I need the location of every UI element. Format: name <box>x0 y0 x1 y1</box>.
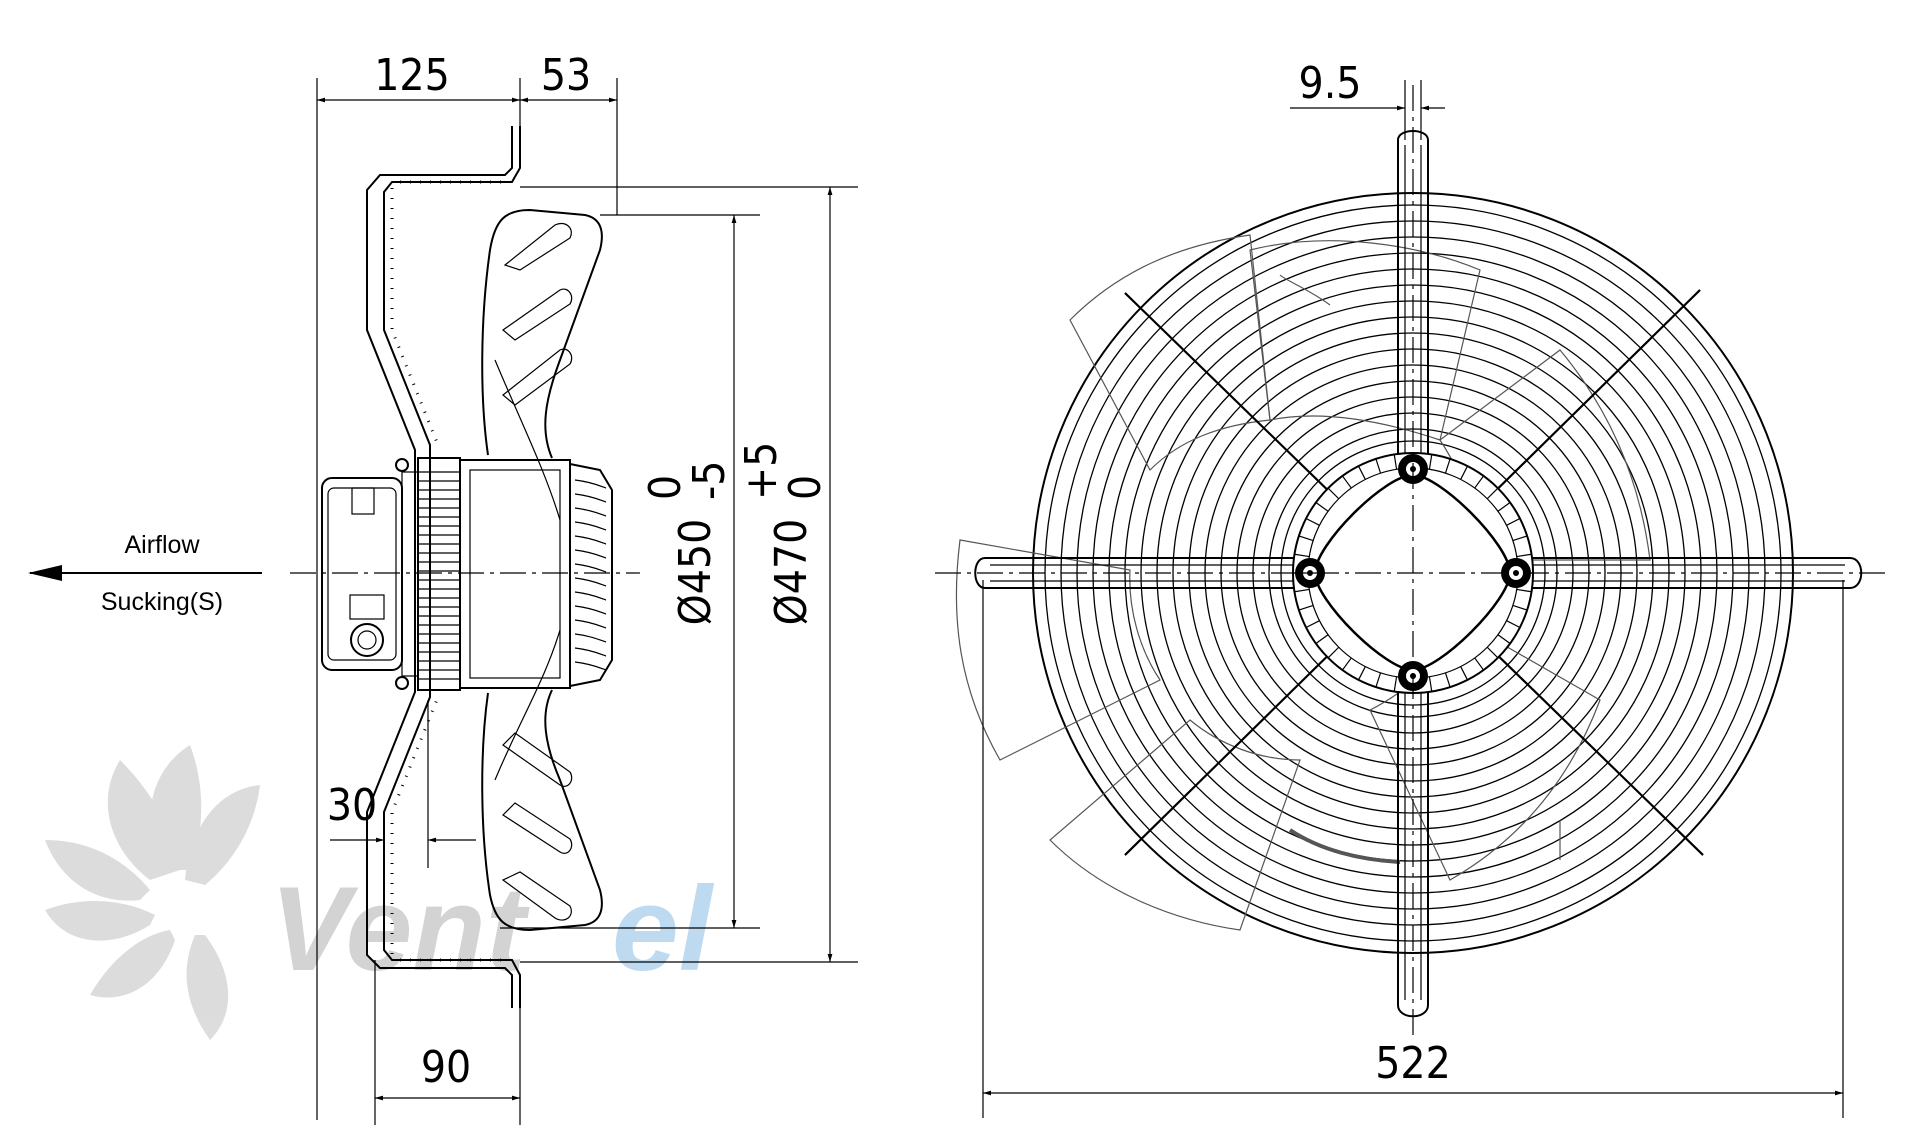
hub-tooth <box>1506 517 1521 526</box>
hub-tooth <box>1428 676 1433 692</box>
dim-470-lower-tol: 0 <box>780 475 831 500</box>
motor-terminal-box <box>321 471 419 677</box>
rotor-fin <box>574 661 607 671</box>
hub-tooth <box>1393 676 1398 692</box>
hub-tooth <box>1315 634 1329 645</box>
dim-470-base: Ø470 <box>766 519 817 626</box>
hub-tooth <box>1506 620 1521 629</box>
rotor-fin <box>574 619 607 629</box>
rotor-fin <box>574 633 607 643</box>
hub-tooth <box>1486 487 1499 500</box>
rotor-fin <box>574 591 607 601</box>
hub-tooth <box>1516 553 1532 558</box>
watermark-fan-icon <box>45 745 260 1040</box>
dim-90-label: 90 <box>421 1042 471 1093</box>
airflow-label: Airflow <box>124 531 200 559</box>
hub-tooth <box>1497 634 1511 645</box>
hub-tooth <box>1393 454 1398 470</box>
hub-tooth <box>1516 588 1532 593</box>
hub-bolt-left <box>1295 558 1325 588</box>
hub-tooth <box>1315 501 1329 512</box>
hub-tooth <box>1444 672 1451 688</box>
rotor-fin <box>574 563 607 573</box>
rotor-fin <box>574 605 607 615</box>
watermark-text-blue: el <box>612 862 715 996</box>
hub-tooth <box>1375 458 1382 474</box>
hub-tooth <box>1460 666 1469 681</box>
front-view: 9.5 522 <box>935 58 1890 1118</box>
hub-tooth <box>1327 487 1340 500</box>
hub-tooth <box>1327 646 1340 659</box>
hub-tooth <box>1294 588 1310 593</box>
dim-diameter-470: Ø470 +5 0 <box>520 186 858 963</box>
dim-90: 90 <box>374 960 521 1125</box>
dim-450-upper-tol: 0 <box>640 475 691 500</box>
dim-9-5-label: 9.5 <box>1299 58 1362 109</box>
mode-label: Sucking(S) <box>101 588 223 616</box>
rotor-fin <box>574 521 607 531</box>
hub-tooth <box>1298 604 1314 611</box>
dim-9-5: 9.5 <box>1290 58 1445 140</box>
rotor-fin <box>574 493 607 503</box>
dim-diameter-450: Ø450 0 -5 <box>500 214 760 929</box>
hub-tooth <box>1341 657 1352 671</box>
hub-tooth <box>1375 672 1382 688</box>
dim-30: 30 <box>327 700 476 868</box>
watermark-text-grey: Vent <box>270 862 531 996</box>
fan-blades-side <box>481 208 603 932</box>
hub-tooth <box>1474 657 1485 671</box>
dim-470-upper-tol: +5 <box>736 442 787 500</box>
hub-tooth <box>1298 535 1314 542</box>
hub-tooth <box>1428 454 1433 470</box>
hub-tooth <box>1305 620 1320 629</box>
rotor-fin <box>574 479 607 489</box>
dim-30-label: 30 <box>327 780 377 831</box>
motor-rotor <box>395 457 613 691</box>
dim-125: 125 <box>374 50 450 101</box>
hub-tooth <box>1460 465 1469 480</box>
dim-522: 522 <box>982 580 1844 1118</box>
airflow-arrow-icon <box>28 565 62 581</box>
hub-tooth <box>1357 465 1366 480</box>
side-view: 125 53 <box>28 50 858 1125</box>
hub-tooth <box>1486 646 1499 659</box>
hub-tooth <box>1512 604 1528 611</box>
hub-tooth <box>1497 501 1511 512</box>
dim-top-125-53: 125 53 <box>316 50 618 1120</box>
hub-tooth <box>1512 535 1528 542</box>
dim-522-label: 522 <box>1375 1038 1451 1089</box>
hub-tooth <box>1474 475 1485 489</box>
dim-450-lower-tol: -5 <box>684 461 735 500</box>
rotor-fin <box>574 507 607 517</box>
hub-tooth <box>1341 475 1352 489</box>
watermark-logo: Vent el <box>45 745 715 1040</box>
rotor-fin <box>574 647 607 657</box>
rotor-fin <box>574 549 607 559</box>
airflow-indicator: Airflow Sucking(S) <box>28 531 262 616</box>
rotor-fin <box>574 577 607 587</box>
dim-450-base: Ø450 <box>670 519 721 626</box>
rotor-fin <box>574 535 607 545</box>
hub-tooth <box>1444 458 1451 474</box>
hub-tooth <box>1305 517 1320 526</box>
hub-tooth <box>1357 666 1366 681</box>
hub-tooth <box>1294 553 1310 558</box>
dim-53: 53 <box>541 50 591 101</box>
